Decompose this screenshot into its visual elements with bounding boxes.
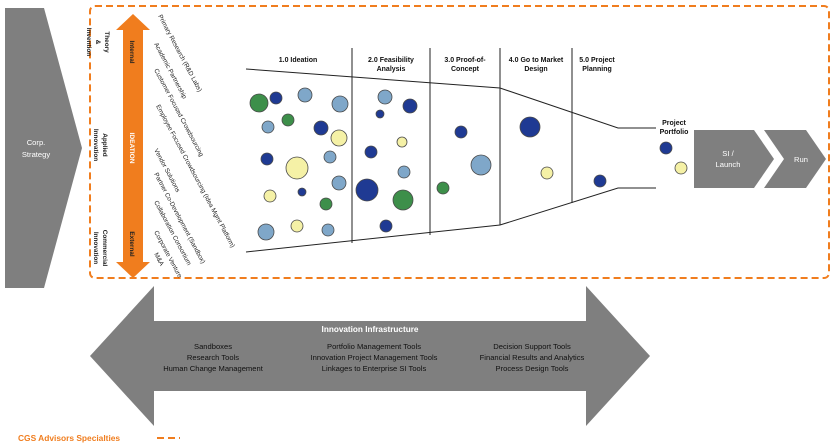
- stage-gtm-label-2: Design: [524, 66, 547, 73]
- side-label-commercial-1: Commercial: [101, 230, 108, 267]
- idea-bubble: [375, 109, 385, 119]
- run-label: Run: [794, 155, 808, 164]
- idea-bubble: [285, 156, 309, 180]
- idea-bubble: [674, 161, 688, 175]
- axis-external-label: External: [128, 231, 135, 256]
- side-label-theory-1: Theory: [103, 31, 110, 53]
- side-label-theory: Theory & Invention: [85, 28, 110, 56]
- side-label-theory-3: Invention: [85, 28, 92, 56]
- idea-bubble: [269, 91, 283, 105]
- infra-item-portfolio-mgmt: Portfolio Management Tools: [327, 342, 421, 351]
- corp-strategy-label-1: Corp.: [27, 138, 46, 147]
- infra-item-research-tools: Research Tools: [187, 353, 239, 362]
- idea-bubble: [323, 150, 337, 164]
- side-label-applied: Applied Innovation: [92, 129, 108, 161]
- infrastructure-title: Innovation Infrastructure: [322, 325, 419, 334]
- idea-bubble: [540, 166, 554, 180]
- idea-bubble: [321, 223, 335, 237]
- innovation-infrastructure-arrow: Innovation Infrastructure Sandboxes Rese…: [90, 286, 650, 426]
- idea-bubble: [377, 89, 393, 105]
- stage-headers: 1.0 Ideation 2.0 Feasibility Analysis 3.…: [279, 57, 616, 73]
- idea-bubble: [593, 174, 607, 188]
- infra-item-si-linkages: Linkages to Enterprise SI Tools: [322, 364, 427, 373]
- idea-bubble: [260, 152, 274, 166]
- corp-strategy-chevron: Corp. Strategy: [5, 8, 82, 288]
- idea-bubble: [379, 219, 393, 233]
- project-portfolio-label-2: Portfolio: [660, 129, 689, 136]
- source-item-m-and-a: M&A: [152, 252, 165, 268]
- infra-item-decision-support: Decision Support Tools: [493, 342, 571, 351]
- idea-bubble: [297, 187, 307, 197]
- idea-bubble: [331, 175, 347, 191]
- idea-bubble: [319, 197, 333, 211]
- stage-ideation-label: 1.0 Ideation: [279, 57, 318, 64]
- internal-external-arrow: Internal IDEATION External: [116, 14, 150, 278]
- infra-item-project-mgmt: Innovation Project Management Tools: [311, 353, 438, 362]
- innovation-funnel: [245, 48, 656, 253]
- idea-bubble: [249, 93, 269, 113]
- idea-bubble: [257, 223, 275, 241]
- project-portfolio-label-1: Project: [662, 120, 686, 127]
- funnel-bottom-edge: [245, 187, 656, 253]
- stage-feasibility-label-2: Analysis: [377, 66, 406, 73]
- si-launch-label-2: Launch: [716, 160, 741, 169]
- idea-bubble: [355, 178, 379, 202]
- run-chevron: Run: [764, 130, 826, 188]
- funnel-top-edge: [245, 68, 656, 129]
- corp-strategy-label-2: Strategy: [22, 150, 50, 159]
- legend: CGS Advisors Specialties: [18, 433, 180, 443]
- side-label-applied-1: Applied: [101, 133, 108, 157]
- idea-bubbles: [249, 87, 688, 241]
- idea-bubble: [397, 165, 411, 179]
- side-label-theory-2: &: [94, 40, 101, 45]
- source-list: Primary Research (R&D Labs) Academic Par…: [152, 14, 236, 280]
- stage-poc-label-1: 3.0 Proof-of-: [444, 57, 486, 64]
- idea-bubble: [281, 113, 295, 127]
- idea-bubble: [331, 95, 349, 113]
- idea-bubble: [402, 98, 418, 114]
- idea-bubble: [261, 120, 275, 134]
- idea-bubble: [313, 120, 329, 136]
- idea-bubble: [454, 125, 468, 139]
- stage-gtm-label-1: 4.0 Go to Market: [509, 57, 564, 64]
- legend-label: CGS Advisors Specialties: [18, 433, 120, 443]
- si-launch-label-1: SI /: [722, 149, 734, 158]
- axis-ideation-label: IDEATION: [128, 132, 135, 163]
- si-launch-chevron: SI / Launch: [694, 130, 774, 188]
- idea-bubble: [659, 141, 673, 155]
- stage-poc-label-2: Concept: [451, 66, 480, 73]
- cgs-specialty-boundary: [89, 5, 830, 279]
- axis-internal-label: Internal: [128, 40, 135, 63]
- infra-item-human-change: Human Change Management: [163, 364, 264, 373]
- infra-item-process-design: Process Design Tools: [496, 364, 569, 373]
- idea-bubble: [364, 145, 378, 159]
- idea-bubble: [470, 154, 492, 176]
- stage-feasibility-label-1: 2.0 Feasibility: [368, 57, 414, 64]
- idea-bubble: [392, 189, 414, 211]
- side-label-applied-2: Innovation: [92, 129, 99, 161]
- idea-bubble: [519, 116, 541, 138]
- infra-item-sandboxes: Sandboxes: [194, 342, 232, 351]
- stage-planning-label-1: 5.0 Project: [579, 57, 615, 64]
- idea-bubble: [297, 87, 313, 103]
- idea-bubble: [290, 219, 304, 233]
- stage-planning-label-2: Planning: [582, 66, 612, 73]
- idea-bubble: [330, 129, 348, 147]
- idea-bubble: [396, 136, 408, 148]
- idea-bubble: [263, 189, 277, 203]
- side-label-commercial: Commercial Innovation: [92, 230, 108, 267]
- idea-bubble: [436, 181, 450, 195]
- project-portfolio-label: Project Portfolio: [660, 120, 689, 136]
- infra-item-financial-results: Financial Results and Analytics: [480, 353, 585, 362]
- side-label-commercial-2: Innovation: [92, 232, 99, 264]
